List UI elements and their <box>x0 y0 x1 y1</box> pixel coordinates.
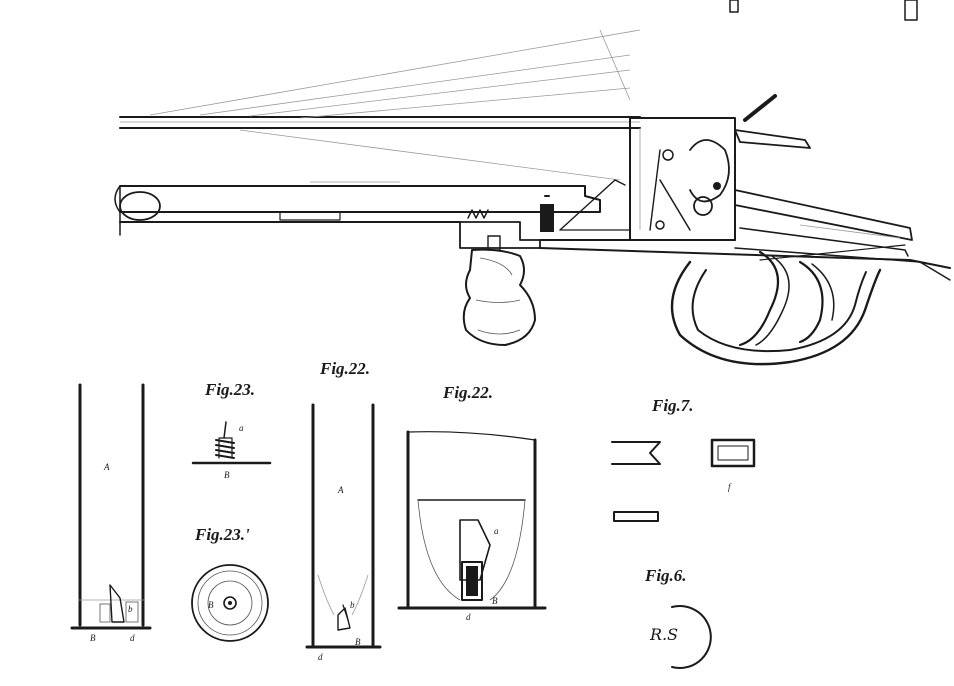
tube-left-label-A: A <box>103 462 110 472</box>
fig6-label-rs: R.S <box>649 625 678 644</box>
tube-left-label-b: b <box>128 604 133 614</box>
fig23-prime-label-B: B <box>208 600 214 610</box>
tube-mid-label-b: b <box>350 600 355 610</box>
fig23-prime-caption: Fig.23.' <box>194 525 250 544</box>
fig7-label-f: f <box>728 482 732 492</box>
fig7-drawing: Fig.7. f <box>611 396 756 522</box>
fig23-drawing: Fig.23. a B <box>191 380 272 480</box>
chamber-label-a: a <box>494 526 499 536</box>
chamber-label-B: B <box>492 596 498 606</box>
fig6-drawing: Fig.6. R.S <box>644 566 712 669</box>
fig22-left-caption: Fig.22. <box>319 359 370 378</box>
tube-mid-label-B: B <box>355 637 361 647</box>
tube-left-label-B: B <box>90 633 96 643</box>
left-tube-figure: A B b d <box>70 383 152 643</box>
fig22-right-caption: Fig.22. <box>442 383 493 402</box>
fig7-caption: Fig.7. <box>651 396 694 415</box>
gun-action-drawing <box>114 0 951 366</box>
fig23-prime-drawing: Fig.23.' B <box>191 525 269 642</box>
fig23-label-B: B <box>224 470 230 480</box>
fig22-right-drawing: Fig.22. a c B d <box>397 383 547 622</box>
fig23-label-a: a <box>239 423 244 433</box>
fig22-left-drawing: Fig.22. A b d B <box>305 359 382 662</box>
tube-left-label-d: d <box>130 633 135 643</box>
fig6-caption: Fig.6. <box>644 566 687 585</box>
chamber-label-d: d <box>466 612 471 622</box>
fig23-caption: Fig.23. <box>204 380 255 399</box>
tube-mid-label-A: A <box>337 485 344 495</box>
chamber-label-c: c <box>470 586 474 596</box>
tube-mid-label-d: d <box>318 652 323 662</box>
